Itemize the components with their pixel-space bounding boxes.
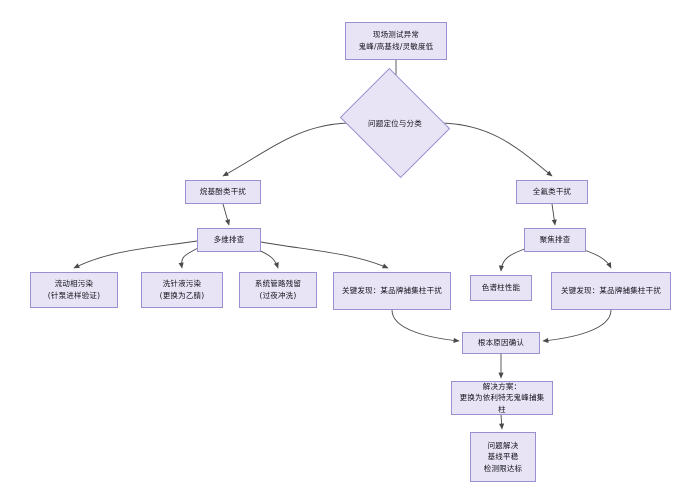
node-solution[interactable]: 解决方案： 更换为依利特无鬼峰捕集柱 — [451, 381, 553, 415]
node-result[interactable]: 问题解决 基线平稳 检测限达标 — [470, 432, 536, 482]
node-multi-check[interactable]: 多维排查 — [197, 228, 261, 252]
node-system-residue[interactable]: 系统管路残留 (过夜冲洗) — [239, 272, 317, 308]
node-start-label: 现场测试异常 鬼峰/高基线/灵敏度低 — [358, 30, 434, 51]
edge-multicheck-washsolvent — [178, 246, 201, 269]
node-focus-check[interactable]: 聚焦排查 — [524, 228, 586, 252]
node-classify[interactable]: 问题定位与分类 — [339, 67, 451, 179]
node-branch-pfas-label: 全氟类干扰 — [532, 187, 572, 197]
node-key-finding-left[interactable]: 关键发现：某品牌捕集柱干扰 — [333, 272, 451, 310]
node-solution-label: 解决方案： 更换为依利特无鬼峰捕集柱 — [459, 381, 545, 414]
edge-pfas-focuscheck — [551, 203, 557, 226]
edge-keyfindingright-rootcause — [542, 309, 612, 344]
edge-multicheck-mobilephase — [73, 240, 198, 269]
node-root-cause-label: 根本原因确认 — [477, 338, 525, 348]
node-key-finding-right[interactable]: 关键发现：某品牌捕集柱干扰 — [551, 272, 671, 310]
node-result-label: 问题解决 基线平稳 检测限达标 — [483, 440, 523, 473]
node-key-finding-right-label: 关键发现：某品牌捕集柱干扰 — [560, 286, 662, 296]
edge-multicheck-keyfindingleft — [260, 241, 389, 269]
node-wash-solvent-label: 洗针液污染 (更换为乙腈) — [159, 279, 205, 300]
node-classify-label: 问题定位与分类 — [368, 118, 422, 128]
edge-classify-alkylphenol — [222, 122, 353, 177]
node-focus-check-label: 聚焦排查 — [539, 235, 571, 245]
edge-classify-pfas — [437, 122, 553, 177]
edge-keyfindingleft-rootcause — [391, 309, 460, 344]
node-multi-check-label: 多维排查 — [213, 235, 245, 245]
node-root-cause[interactable]: 根本原因确认 — [462, 332, 540, 354]
node-start[interactable]: 现场测试异常 鬼峰/高基线/灵敏度低 — [345, 22, 447, 60]
node-system-residue-label: 系统管路残留 (过夜冲洗) — [254, 279, 302, 300]
node-key-finding-left-label: 关键发现：某品牌捕集柱干扰 — [341, 286, 443, 296]
node-branch-pfas[interactable]: 全氟类干扰 — [516, 180, 588, 204]
node-column-performance[interactable]: 色谱柱性能 — [470, 275, 532, 301]
node-branch-alkylphenol-label: 烷基酚类干扰 — [199, 187, 247, 197]
node-branch-alkylphenol[interactable]: 烷基酚类干扰 — [185, 180, 261, 204]
node-wash-solvent[interactable]: 洗针液污染 (更换为乙腈) — [141, 272, 223, 308]
node-mobile-phase[interactable]: 流动相污染 (针泵进样验证) — [30, 272, 118, 308]
node-column-performance-label: 色谱柱性能 — [481, 283, 521, 293]
edge-solution-result — [499, 414, 505, 430]
node-mobile-phase-label: 流动相污染 (针泵进样验证) — [47, 279, 101, 300]
edge-alkylphenol-multicheck — [222, 203, 231, 226]
